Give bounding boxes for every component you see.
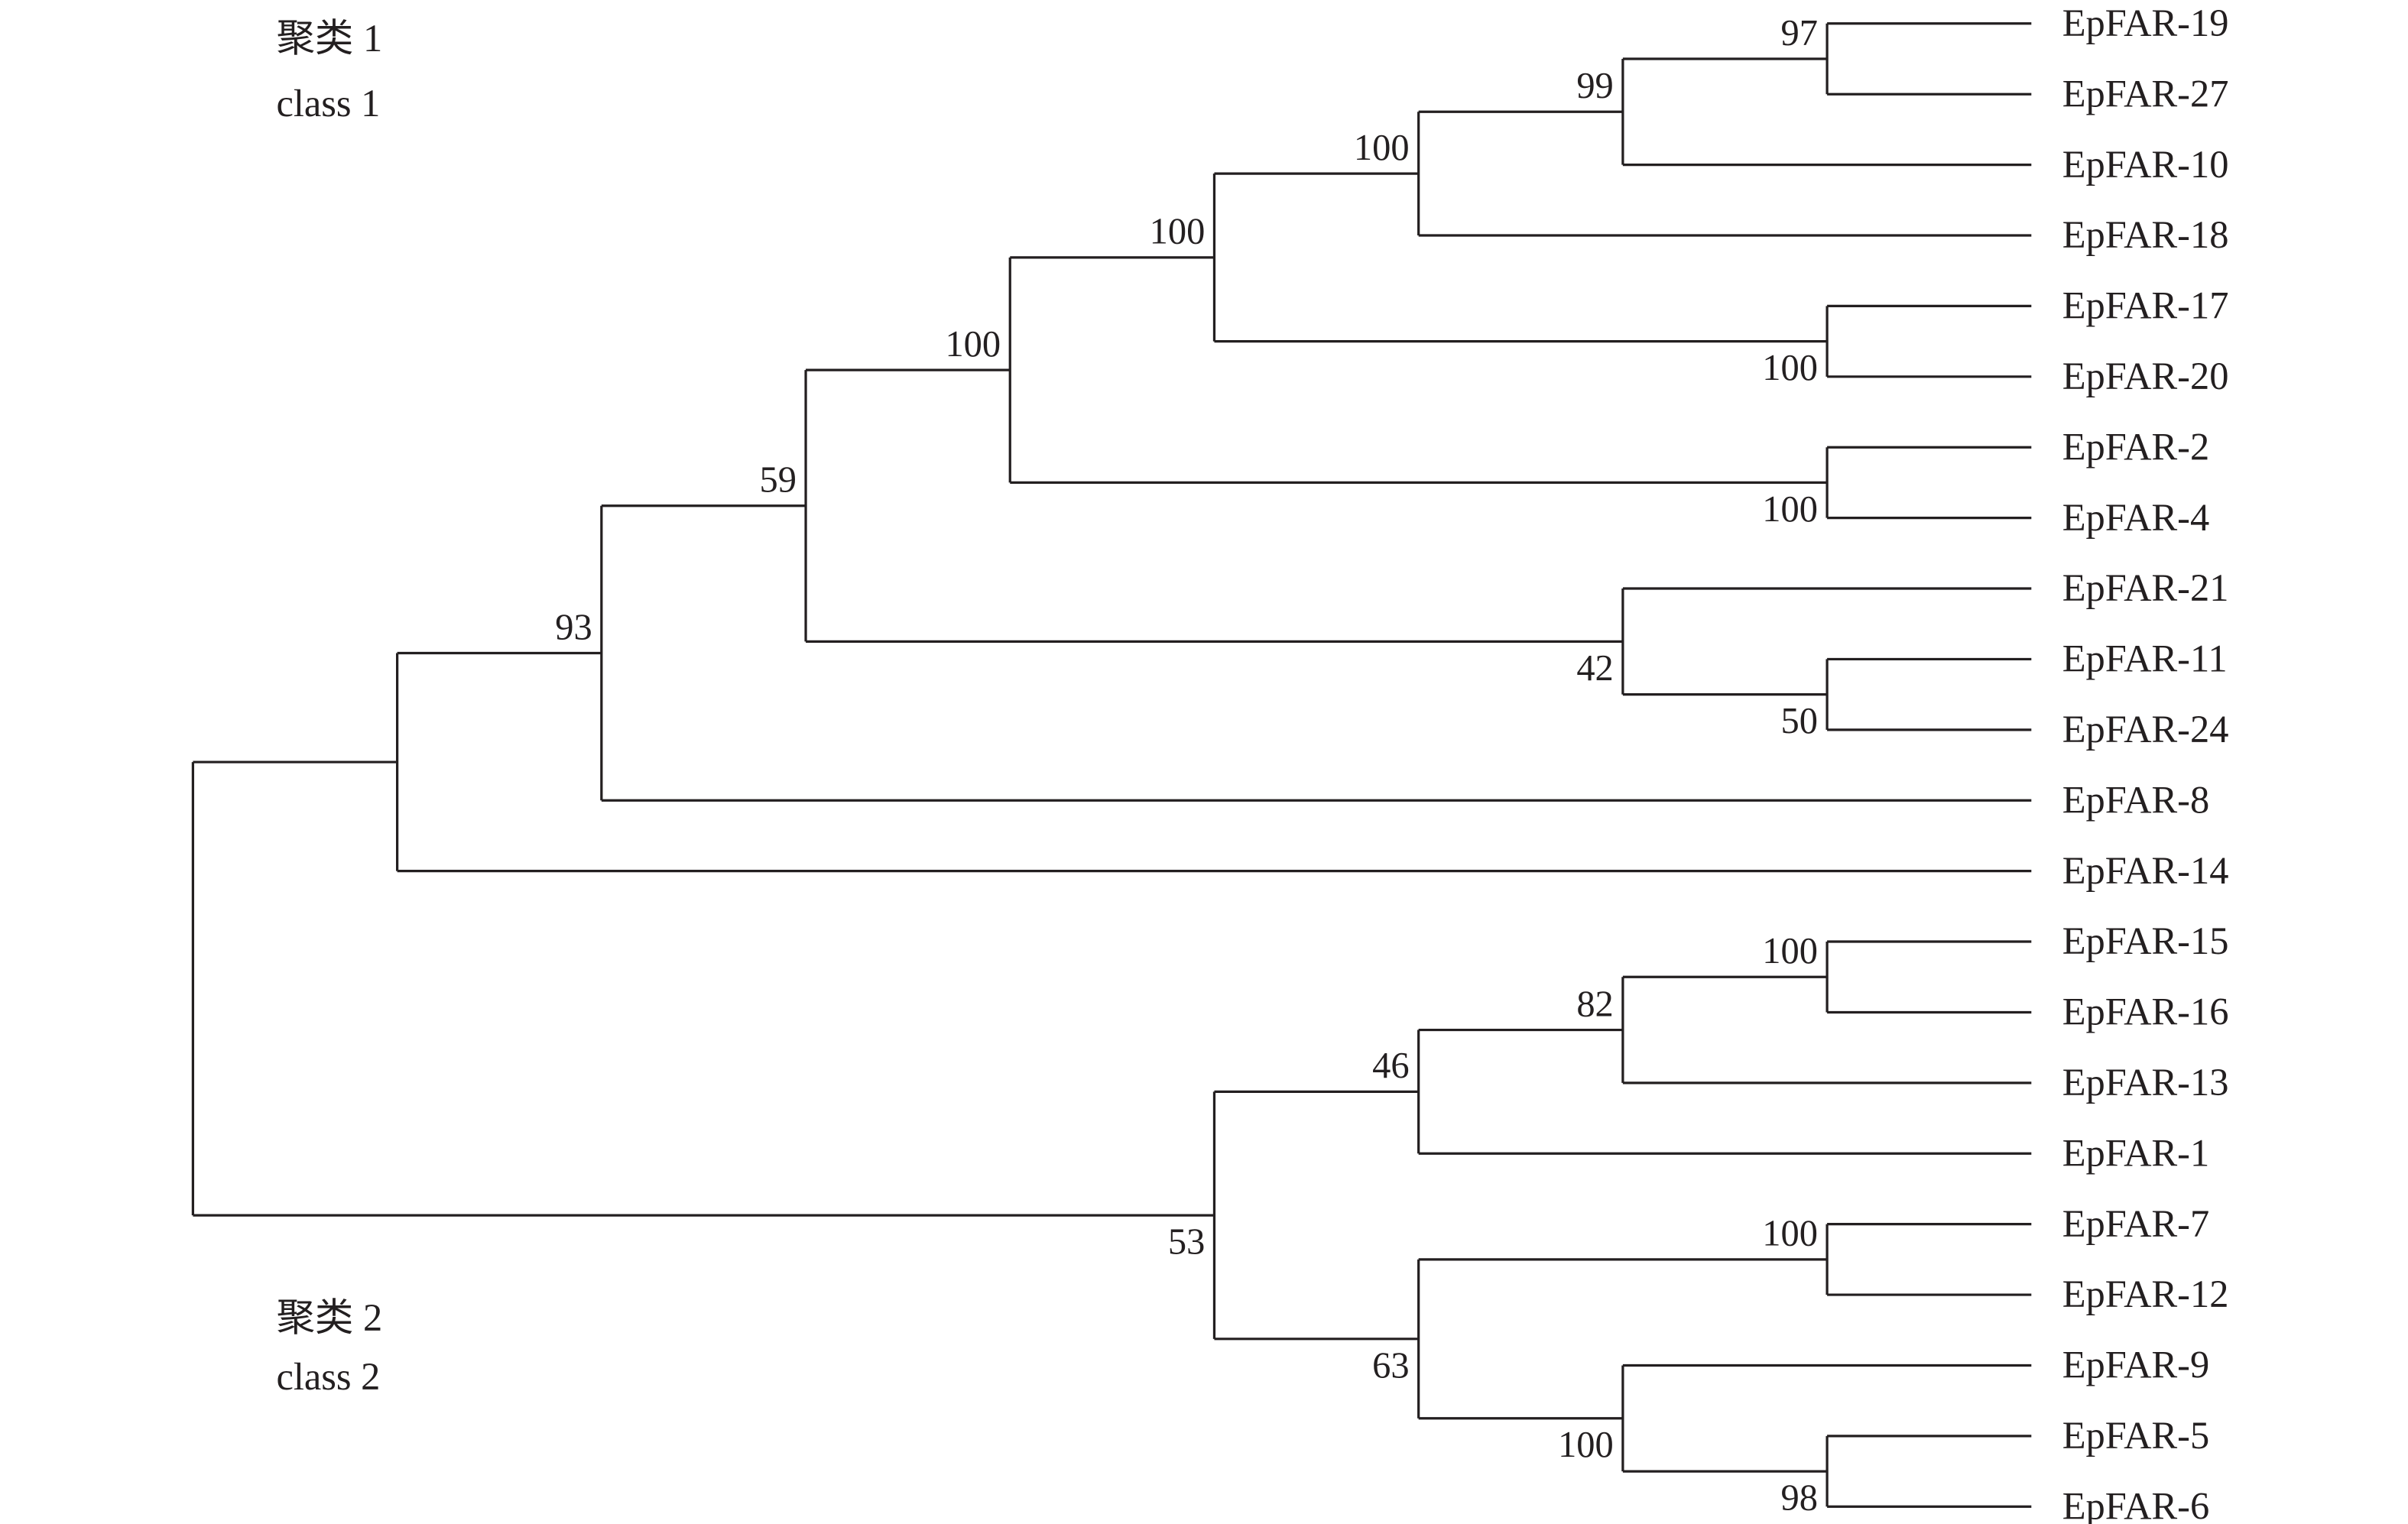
bootstrap-value: 100 — [1762, 348, 1818, 388]
tree-labels: 93 59 100 100 100 99 97 EpFAR-19EpFAR-27EpFAR-1… — [555, 2, 2228, 1524]
leaf-label: EpFAR-9 — [2062, 1344, 2210, 1386]
leaf-label: EpFAR-14 — [2062, 849, 2229, 892]
bootstrap-value: 100 — [1762, 1214, 1818, 1254]
bootstrap-value: 42 — [1576, 648, 1613, 689]
bootstrap-value: 100 — [1354, 128, 1410, 168]
bootstrap-value: 82 — [1576, 984, 1613, 1024]
bootstrap-value: 93 — [555, 607, 592, 647]
class-1-label-en: class 1 — [276, 82, 380, 125]
leaf-label: EpFAR-17 — [2062, 284, 2229, 327]
bootstrap-value: 98 — [1781, 1478, 1818, 1519]
bootstrap-value: 50 — [1781, 701, 1818, 741]
bootstrap-value: 99 — [1576, 66, 1613, 106]
leaf-label: EpFAR-2 — [2062, 425, 2210, 468]
leaf-label: EpFAR-6 — [2062, 1484, 2210, 1524]
tree-branches — [191, 22, 2032, 1508]
bootstrap-value: 53 — [1168, 1222, 1205, 1263]
bootstrap-value: 100 — [945, 324, 1001, 365]
bootstrap-value: 100 — [1558, 1425, 1614, 1465]
leaf-label: EpFAR-16 — [2062, 991, 2229, 1033]
leaf-label: EpFAR-10 — [2062, 143, 2229, 186]
leaf-label: EpFAR-15 — [2062, 919, 2229, 962]
class-1-label-zh: 聚类 1 — [276, 17, 382, 60]
leaf-label: EpFAR-11 — [2062, 637, 2228, 680]
bootstrap-value: 63 — [1372, 1345, 1409, 1386]
leaf-label: EpFAR-19 — [2062, 2, 2229, 44]
leaf-label: EpFAR-18 — [2062, 213, 2229, 256]
leaf-label: EpFAR-21 — [2062, 566, 2229, 609]
class-2-label-en: class 2 — [276, 1355, 380, 1398]
leaf-label: EpFAR-20 — [2062, 355, 2229, 397]
bootstrap-value: 100 — [1762, 489, 1818, 530]
leaf-label: EpFAR-1 — [2062, 1131, 2210, 1174]
bootstrap-value: 46 — [1372, 1046, 1409, 1086]
class-2-label-zh: 聚类 2 — [276, 1296, 382, 1339]
bootstrap-value: 100 — [1150, 212, 1206, 252]
leaf-label: EpFAR-24 — [2062, 708, 2229, 751]
leaf-label: EpFAR-5 — [2062, 1414, 2210, 1457]
leaf-label: EpFAR-8 — [2062, 778, 2210, 821]
leaf-label: EpFAR-7 — [2062, 1202, 2210, 1245]
leaf-label: EpFAR-27 — [2062, 72, 2229, 115]
leaf-label: EpFAR-12 — [2062, 1273, 2229, 1315]
bootstrap-value: 97 — [1781, 13, 1818, 54]
bootstrap-value: 100 — [1762, 931, 1818, 971]
bootstrap-value: 59 — [759, 460, 796, 501]
leaf-label: EpFAR-4 — [2062, 496, 2210, 539]
leaf-label: EpFAR-13 — [2062, 1061, 2229, 1104]
